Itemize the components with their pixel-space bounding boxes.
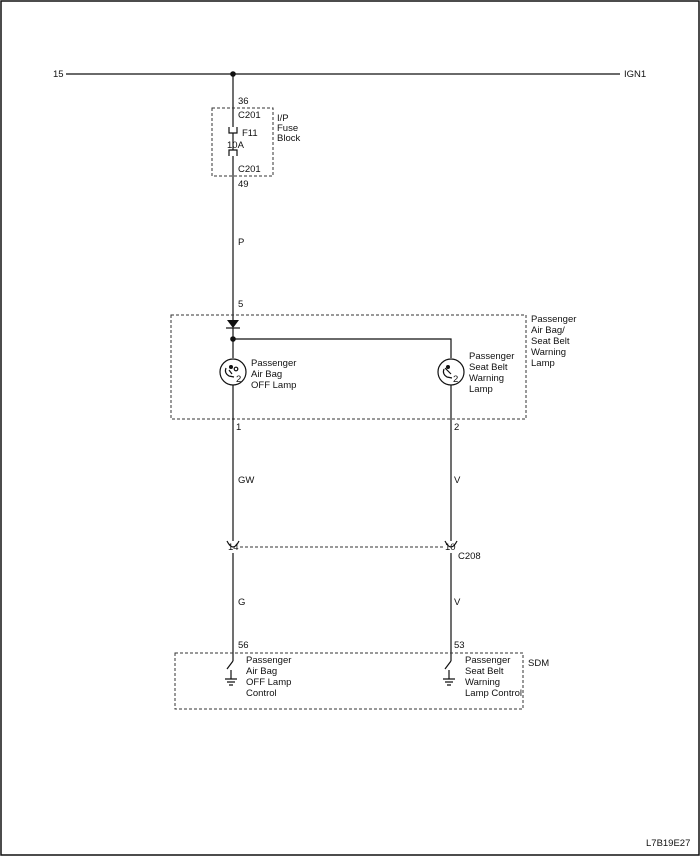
lamp-assembly-label-4: Warning bbox=[531, 347, 566, 358]
lamp-assembly-label-3: Seat Belt bbox=[531, 336, 570, 347]
fuse-block-label-3: Block bbox=[277, 133, 300, 144]
airbag-lamp-label-3: OFF Lamp bbox=[251, 380, 296, 391]
sdm-right-pin: 53 bbox=[454, 640, 465, 651]
sdm-left-label-4: Control bbox=[246, 688, 277, 699]
airbag-figure-bag bbox=[233, 366, 239, 372]
wire-g-label: G bbox=[238, 597, 245, 608]
fuse-connector-top: C201 bbox=[238, 110, 261, 121]
fuse-connector-bottom: C201 bbox=[238, 164, 261, 175]
wire-v-lower-label: V bbox=[454, 597, 461, 608]
airbag-figure-body bbox=[224, 367, 235, 378]
airbag-lamp-symbol-number: 2 bbox=[236, 374, 241, 385]
figure-code: L7B19E27 bbox=[646, 838, 690, 849]
c208-name: C208 bbox=[458, 551, 481, 562]
sdm-right-label-2: Seat Belt bbox=[465, 666, 504, 677]
sdm-left-label-3: OFF Lamp bbox=[246, 677, 291, 688]
seatbelt-lamp-label-4: Lamp bbox=[469, 384, 493, 395]
sdm-right-label-1: Passenger bbox=[465, 655, 510, 666]
sdm-box bbox=[174, 652, 524, 710]
c208-right-terminal-icon bbox=[444, 540, 458, 548]
fuse-block-box bbox=[211, 107, 274, 177]
seatbelt-figure-head bbox=[446, 365, 450, 369]
wire-to-seatbelt-lamp bbox=[233, 338, 452, 358]
lamp-assembly-label-5: Lamp bbox=[531, 358, 555, 369]
lamp-assembly-label-2: Air Bag/ bbox=[531, 325, 565, 336]
wire-p-label: P bbox=[238, 237, 244, 248]
c208-pin-right: 10 bbox=[445, 542, 456, 553]
c208-left-terminal-icon bbox=[226, 540, 240, 548]
fuse-rating: 10A bbox=[227, 140, 245, 151]
fuse-pin-top: 36 bbox=[238, 96, 249, 107]
fuse-block-label-1: I/P bbox=[277, 113, 289, 124]
sdm-right-label-4: Lamp Control bbox=[465, 688, 522, 699]
seatbelt-lamp-icon bbox=[437, 358, 465, 386]
seatbelt-lamp-symbol-number: 2 bbox=[453, 374, 458, 385]
sdm-left-label-2: Air Bag bbox=[246, 666, 277, 677]
sdm-left-switch-icon bbox=[226, 660, 234, 679]
sdm-right-label-3: Warning bbox=[465, 677, 500, 688]
seatbelt-figure-body bbox=[442, 367, 453, 379]
sdm-left-ground-icon bbox=[225, 678, 237, 686]
fuse-block-label-2: Fuse bbox=[277, 123, 298, 134]
sdm-left-pin: 56 bbox=[238, 640, 249, 651]
diode-icon bbox=[227, 320, 239, 328]
seatbelt-lamp-label-3: Warning bbox=[469, 373, 504, 384]
wire-gw-label: GW bbox=[238, 475, 254, 486]
seatbelt-lamp-pin: 2 bbox=[454, 422, 459, 433]
fuse-name: F11 bbox=[242, 128, 258, 139]
airbag-figure-head bbox=[229, 365, 233, 369]
seatbelt-lamp-label-1: Passenger bbox=[469, 351, 514, 362]
sdm-right-ground-icon bbox=[443, 678, 455, 686]
lamp-assembly-box bbox=[170, 314, 527, 420]
power-right-label: IGN1 bbox=[624, 69, 646, 80]
airbag-lamp-pin: 1 bbox=[236, 422, 241, 433]
sdm-name: SDM bbox=[528, 658, 549, 669]
seatbelt-lamp-label-2: Seat Belt bbox=[469, 362, 508, 373]
lamp-assembly-pin-in: 5 bbox=[238, 299, 243, 310]
wire-v-upper-label: V bbox=[454, 475, 461, 486]
airbag-lamp-icon bbox=[219, 358, 247, 386]
airbag-lamp-label-2: Air Bag bbox=[251, 369, 282, 380]
lamp-assembly-label-1: Passenger bbox=[531, 314, 576, 325]
fuse-symbol-icon bbox=[228, 127, 238, 163]
airbag-lamp-label-1: Passenger bbox=[251, 358, 296, 369]
sdm-left-label-1: Passenger bbox=[246, 655, 291, 666]
c208-pin-left: 14 bbox=[228, 542, 239, 553]
power-left-label: 15 bbox=[53, 69, 64, 80]
sdm-right-switch-icon bbox=[444, 660, 452, 679]
fuse-pin-bottom: 49 bbox=[238, 179, 249, 190]
